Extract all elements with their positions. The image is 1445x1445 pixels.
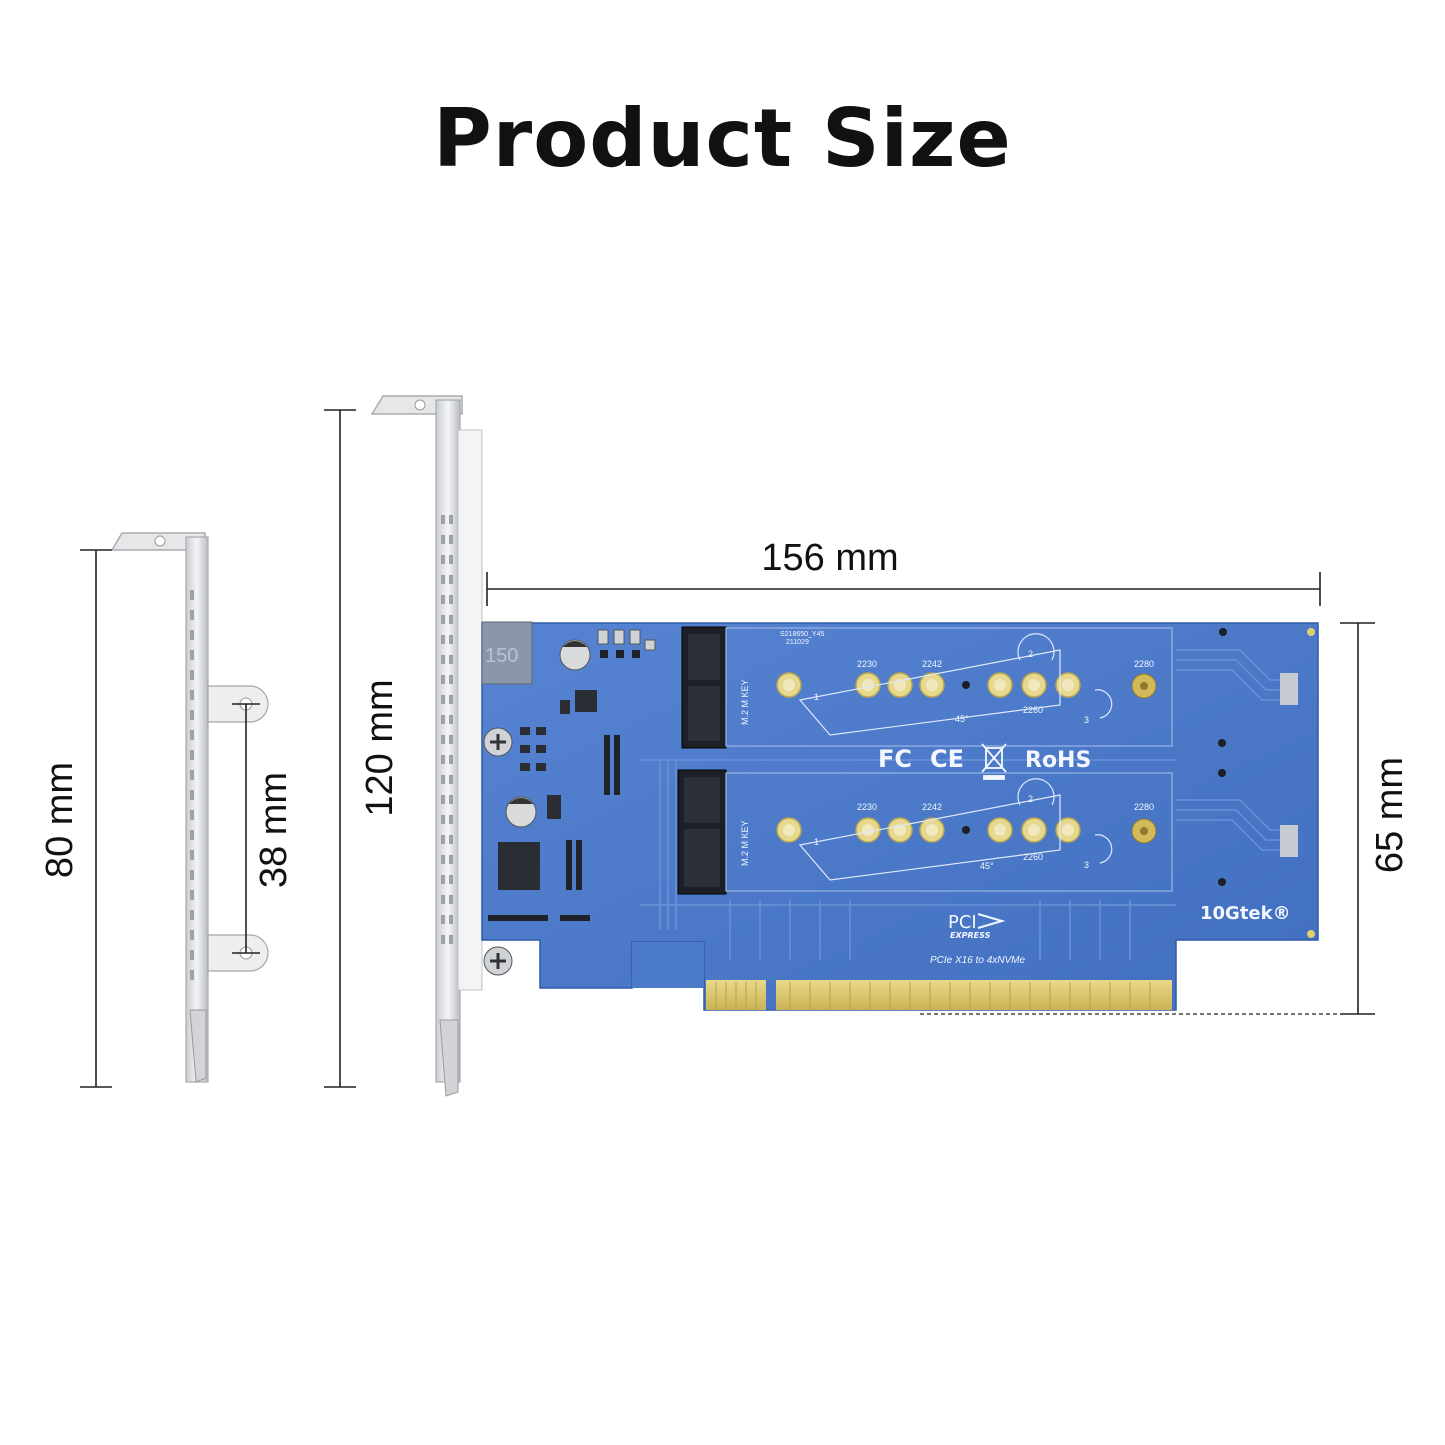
slot-1-step-3: 3 [1084,715,1089,725]
m2-slot-2: M.2 M KEY 2230 2242 2260 2280 45° 1 [677,769,1173,895]
slot-2-size-2260: 2260 [1023,852,1043,862]
cert-rohs: RoHS [1025,748,1091,773]
slot-2-step-3: 3 [1084,860,1089,870]
part-date: 211029 [786,639,809,646]
dimension-65mm [920,622,1375,1015]
inductor-mark: 150 [485,645,518,667]
slot-1-size-2260: 2260 [1023,705,1043,715]
m2-slot-1-key-label: M.2 M KEY [740,679,750,725]
slot-2-step-2: 2 [1028,794,1033,804]
slot-1-step-1: 1 [814,692,819,702]
dimension-80mm-label: 80 mm [39,762,81,878]
slot-2-angle: 45° [980,861,994,871]
page-title: Product Size [433,92,1012,185]
dimension-120mm [324,409,356,1088]
screw-bottom [483,946,513,976]
slot-1-size-2230: 2230 [857,659,877,669]
slot-2-size-2280: 2280 [1134,802,1154,812]
slot-2-size-2230: 2230 [857,802,877,812]
part-code: S218650_Y45 [780,631,824,638]
cert-fc: FC [878,745,912,773]
dimension-38mm-label: 38 mm [253,772,295,888]
product-label: PCIe X16 to 4xNVMe [930,955,1025,966]
dimension-80mm [80,549,112,1088]
m2-slot-1: M.2 M KEY S218650_Y45 211029 2230 2242 2… [681,626,1173,749]
electrolytic-capacitor [559,639,591,671]
slot-2-size-2242: 2242 [922,802,942,812]
slot-1-step-2: 2 [1028,649,1033,659]
m2-slot-2-key-label: M.2 M KEY [740,820,750,866]
slot-1-size-2280: 2280 [1134,659,1154,669]
slot-1-angle: 45° [955,714,969,724]
pcie-gold-fingers [706,980,1172,1010]
full-height-bracket [370,395,483,1097]
electrolytic-capacitor-2 [505,796,537,828]
brand-logo: 10Gtek® [1200,903,1291,924]
slot-2-step-1: 1 [814,837,819,847]
dimension-156mm-label: 156 mm [761,537,898,579]
pci-logo-sub: EXPRESS [950,931,991,940]
dimension-65mm-label: 65 mm [1369,757,1411,873]
weee-icon [981,743,1007,780]
dimension-120mm-label: 120 mm [359,679,401,816]
dimension-38mm [232,703,260,954]
screw-top [483,727,513,757]
pci-arrow-icon [977,913,1006,929]
cert-ce: CE [930,745,964,773]
slot-1-size-2242: 2242 [922,659,942,669]
dimension-156mm [486,572,1321,606]
low-profile-bracket [110,532,269,1083]
pcie-card: 150 [481,621,1319,1011]
pci-logo: PCI [948,912,977,933]
